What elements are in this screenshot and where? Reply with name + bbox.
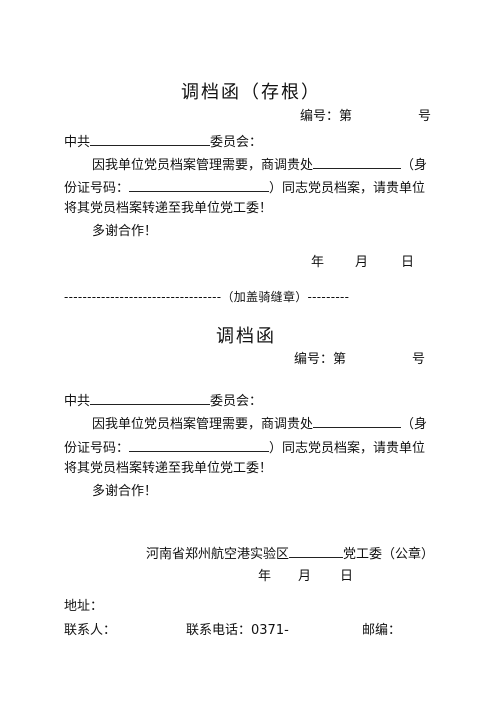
letter-date-year: 年	[258, 569, 272, 584]
stub-line2-tail: ）同志党员档案，请贵单位	[269, 181, 426, 196]
letter-phone-label: 联系电话：0371-	[186, 623, 289, 638]
stub-number-prefix: 编号：第	[300, 109, 353, 124]
letter-postcode-label: 邮编：	[362, 623, 402, 638]
letter-addressee-blank[interactable]	[90, 390, 211, 405]
letter-title: 调档函	[216, 326, 276, 347]
letter-line2-tail: ）同志党员档案，请贵单位	[269, 441, 426, 456]
letter-line1-tail: （身	[401, 417, 428, 432]
stub-thanks: 多谢合作！	[92, 224, 158, 239]
letter-thanks: 多谢合作！	[92, 484, 158, 499]
letter-body-line1: 因我单位党员档案管理需要，商调贵处 （身	[92, 413, 427, 434]
stub-addressee: 中共 委员会：	[64, 131, 262, 152]
stub-body-line1: 因我单位党员档案管理需要，商调贵处 （身	[92, 154, 427, 175]
stub-title: 调档函（存根）	[181, 82, 321, 103]
letter-addressee-prefix: 中共	[64, 394, 91, 409]
stub-addressee-blank[interactable]	[90, 131, 211, 146]
seam-label: （加盖骑缝章）	[221, 290, 308, 304]
stub-number-suffix: 号	[418, 109, 432, 124]
letter-org-prefix: 河南省郑州航空港实验区	[146, 547, 290, 562]
seam-dashes-right: ---------	[307, 290, 350, 304]
letter-number-suffix: 号	[412, 352, 426, 367]
stub-addressee-prefix: 中共	[64, 135, 91, 150]
stub-date-day: 日	[401, 255, 415, 270]
letter-number-prefix: 编号：第	[294, 352, 347, 367]
stub-line1-tail: （身	[401, 158, 428, 173]
seam-line: ----------------------------------（加盖骑缝章…	[64, 288, 349, 306]
seam-dashes-left: ----------------------------------	[64, 290, 222, 304]
stub-addressee-suffix: 委员会：	[210, 135, 263, 150]
letter-org-line: 河南省郑州航空港实验区 党工委（公章）	[146, 543, 434, 564]
stub-name-blank[interactable]	[313, 154, 402, 169]
letter-body-line3: 将其党员档案转递至我单位党工委！	[64, 461, 273, 476]
letter-contact-label: 联系人：	[64, 623, 117, 638]
letter-date-month: 月	[298, 569, 312, 584]
letter-org-suffix: 党工委（公章）	[343, 547, 435, 562]
letter-line2-text: 份证号码：	[64, 441, 130, 456]
stub-id-blank[interactable]	[129, 177, 270, 192]
letter-name-blank[interactable]	[313, 413, 402, 428]
letter-date-day: 日	[340, 569, 354, 584]
stub-line2-text: 份证号码：	[64, 181, 130, 196]
stub-date-year: 年	[311, 255, 325, 270]
letter-addressee: 中共 委员会：	[64, 390, 262, 411]
stub-date-month: 月	[355, 255, 369, 270]
letter-addressee-suffix: 委员会：	[210, 394, 263, 409]
stub-body-line2: 份证号码： ）同志党员档案，请贵单位	[64, 177, 425, 198]
letter-line1-text: 因我单位党员档案管理需要，商调贵处	[92, 417, 314, 432]
stub-line1-text: 因我单位党员档案管理需要，商调贵处	[92, 158, 314, 173]
letter-org-blank[interactable]	[289, 543, 344, 558]
letter-id-blank[interactable]	[129, 437, 270, 452]
letter-address-label: 地址：	[64, 599, 104, 614]
stub-body-line3: 将其党员档案转递至我单位党工委！	[64, 201, 273, 216]
letter-body-line2: 份证号码： ）同志党员档案，请贵单位	[64, 437, 425, 458]
